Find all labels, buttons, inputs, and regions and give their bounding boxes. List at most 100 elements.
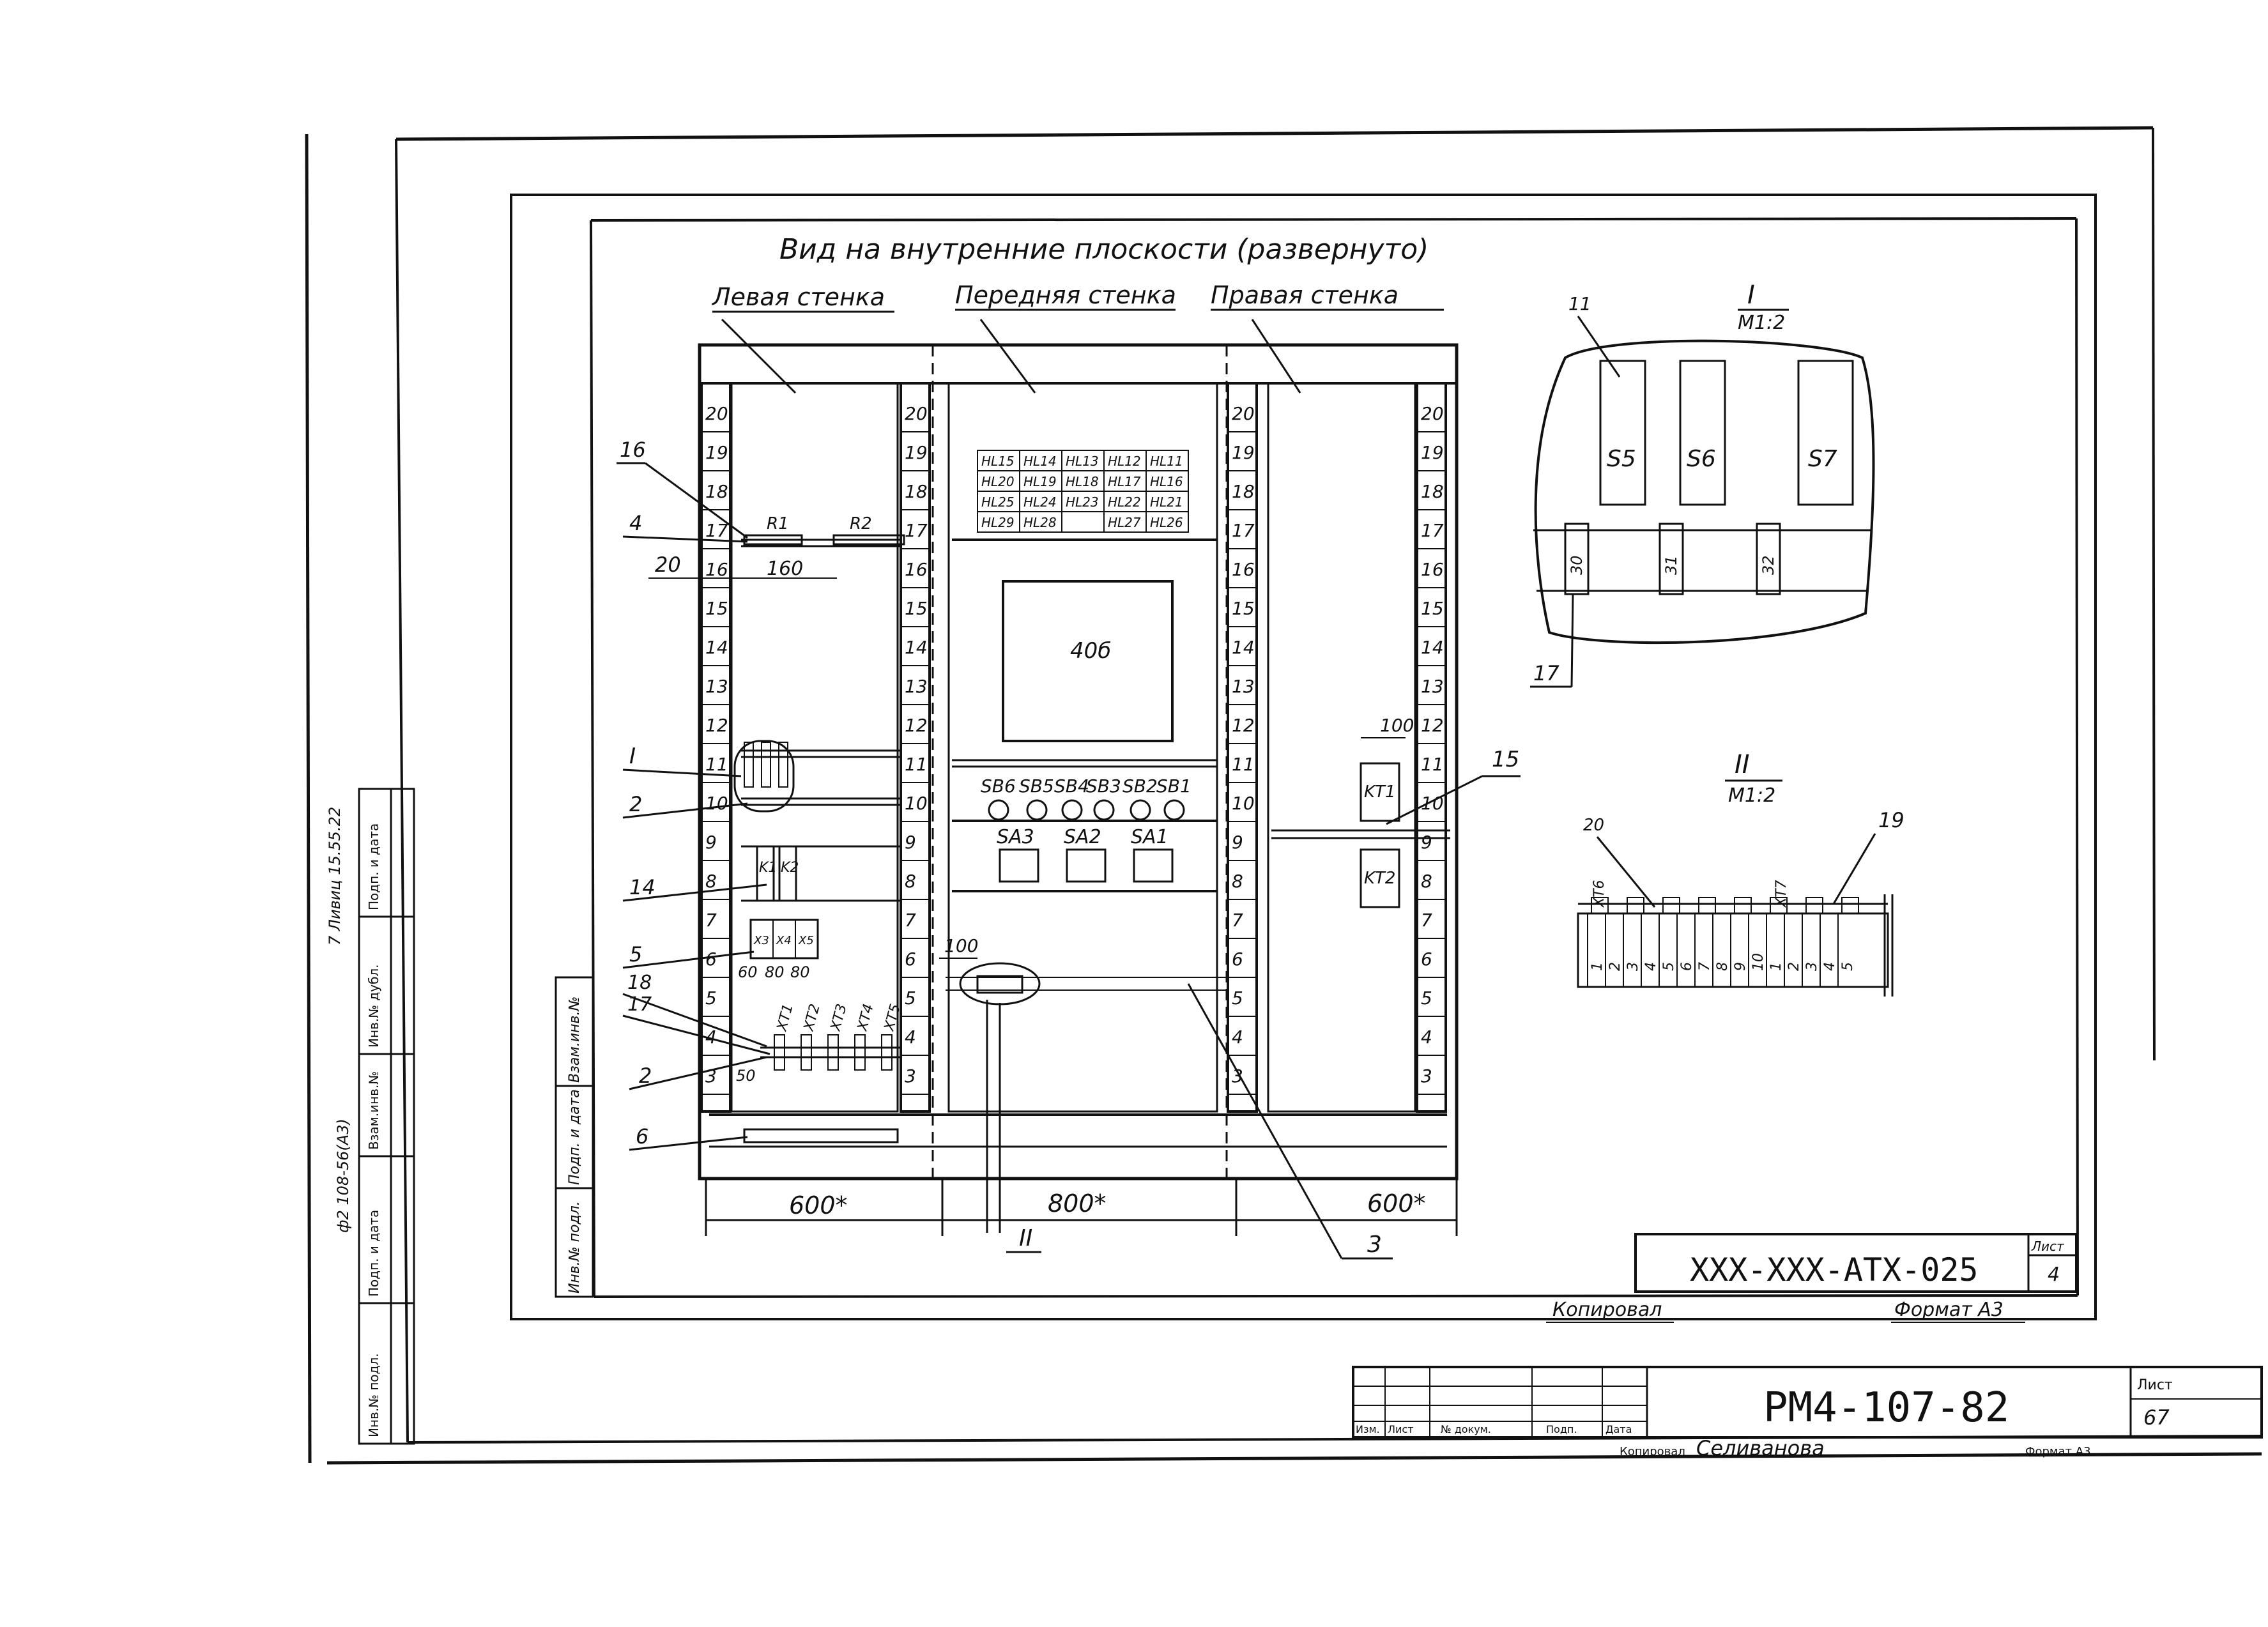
callout-II: II (1019, 1225, 1032, 1251)
item-6-bar (743, 1128, 899, 1143)
ruler-number: 20 (905, 403, 928, 424)
device-40b-label: 40б (1070, 638, 1111, 664)
inner-side-strip: Инв.№ подл. Подп. и дата Взам.инв.№ (555, 976, 594, 1298)
ruler-number: 15 (1232, 598, 1255, 619)
outer-stamp-format: Формат А3 (2025, 1445, 2091, 1458)
ruler-number: 14 (905, 637, 928, 658)
terminal-xt-box (854, 1034, 866, 1071)
switch-s7 (1797, 360, 1854, 506)
resistor-r2 (832, 534, 905, 546)
button-circle (1093, 799, 1115, 821)
outer-stamp-code: РМ4-107-82 (1763, 1384, 2009, 1432)
copy-note: Копировал (1552, 1299, 1662, 1321)
ruler-number: 20 (1421, 403, 1444, 424)
ruler-number: 17 (905, 520, 928, 541)
button-label: SB4 (1054, 775, 1089, 797)
clip-30: 30 (1568, 555, 1586, 575)
detail-ii-terminal-number: 3 (1804, 962, 1820, 971)
ruler-number: 8 (1232, 871, 1243, 892)
outer-stamp-copier: Селиванова (1696, 1436, 1825, 1460)
outer-side-strip: Инв.№ подл. Подп. и дата Взам.инв.№ Инв.… (326, 788, 415, 1445)
detail-ii-xt6: XT6 (1591, 880, 1607, 908)
switch-s6-label: S6 (1687, 446, 1716, 472)
detail-ii-callout-19: 19 (1878, 808, 1904, 832)
ruler-number: 12 (1421, 715, 1444, 736)
ruler-number: 5 (1421, 988, 1432, 1009)
relay-kt1 (1360, 762, 1400, 822)
ruler-number: 4 (1232, 1027, 1243, 1048)
detail-ii-xt7: XT7 (1774, 880, 1789, 908)
detail-ii-scale: М1:2 (1728, 784, 1775, 807)
ruler-number: 12 (705, 715, 728, 736)
callout-2a: 2 (629, 792, 642, 816)
inner-strip-label-1: Инв.№ подл. (567, 1201, 583, 1294)
dim-800: 800* (1048, 1189, 1107, 1218)
ruler-number: 8 (905, 871, 916, 892)
detail-ii-terminal-number: 10 (1751, 953, 1766, 971)
hl-cell-label: HL17 (1108, 474, 1141, 489)
inner-stamp-sheet: 4 (2048, 1264, 2060, 1286)
ruler-number: 7 (1232, 910, 1243, 931)
outer-stamp-copied-by: Копировал (1620, 1445, 1685, 1458)
callout-17: 17 (627, 993, 652, 1016)
ruler-number: 17 (1421, 520, 1444, 541)
bottom-dimensions: 600* 800* 600* II 3 (705, 983, 1458, 1260)
ruler-number: 16 (705, 559, 728, 580)
inner-strip-label-2: Подп. и дата (567, 1089, 583, 1185)
ruler-number: 13 (705, 676, 728, 697)
button-circle (988, 799, 1009, 821)
terminal-x4: X4 (776, 934, 792, 947)
dim-160: 160 (767, 558, 803, 580)
detail-ii-terminal-number: 4 (1643, 962, 1659, 971)
switch-box (1133, 848, 1174, 883)
callout-6: 6 (636, 1124, 648, 1149)
switch-label: SA3 (997, 826, 1034, 848)
button-circle (1061, 799, 1083, 821)
ruler-number: 7 (1421, 910, 1432, 931)
ruler-number: 4 (1421, 1027, 1432, 1048)
button-circle (1163, 799, 1185, 821)
terminal-xt-label: XT1 (774, 1002, 796, 1034)
ruler-number: 13 (1232, 676, 1255, 697)
hl-cell-label: HL13 (1066, 454, 1099, 469)
outer-title-block: Изм. Лист № докум. Подп. Дата РМ4-107-82… (1352, 1366, 2263, 1460)
dim-20: 20 (655, 553, 681, 577)
callout-14: 14 (629, 875, 655, 899)
ruler-number: 9 (705, 832, 717, 853)
hl-cell (1145, 511, 1189, 533)
terminal-xt-box (881, 1034, 893, 1071)
detail-i-callout-17: 17 (1533, 661, 1559, 685)
ruler-number: 20 (1232, 403, 1255, 424)
hl-cell-label: HL21 (1150, 494, 1183, 510)
clip-31: 31 (1662, 555, 1680, 575)
detail-ii-terminal-number: 2 (1786, 962, 1802, 971)
ruler-number: 9 (905, 832, 916, 853)
ruler-number: 19 (705, 442, 728, 463)
inner-frame (510, 194, 2097, 1320)
unfolded-panel (698, 343, 1459, 1180)
hl-cell-label: HL11 (1150, 454, 1183, 469)
ruler-number: 15 (705, 598, 728, 619)
ruler-number: 6 (1232, 949, 1243, 970)
detail-ii-clamp (1841, 897, 1859, 914)
switch-s6 (1679, 360, 1726, 506)
ruler-number: 3 (905, 1066, 916, 1087)
callout-18: 18 (627, 972, 652, 994)
callout-16: 16 (620, 438, 646, 462)
dim-100-front: 100 (944, 935, 978, 956)
ruler-number: 3 (1232, 1066, 1243, 1087)
clip-32: 32 (1759, 555, 1777, 575)
hl-cell-label: HL15 (981, 454, 1015, 469)
switch-s7-label: S7 (1808, 446, 1837, 472)
outer-strip-label-5: Подп. и дата (366, 823, 381, 910)
hl-cell (1061, 511, 1105, 533)
ruler-number: 11 (705, 754, 728, 775)
ruler-number: 18 (905, 481, 928, 502)
ruler-number: 18 (1421, 481, 1444, 502)
